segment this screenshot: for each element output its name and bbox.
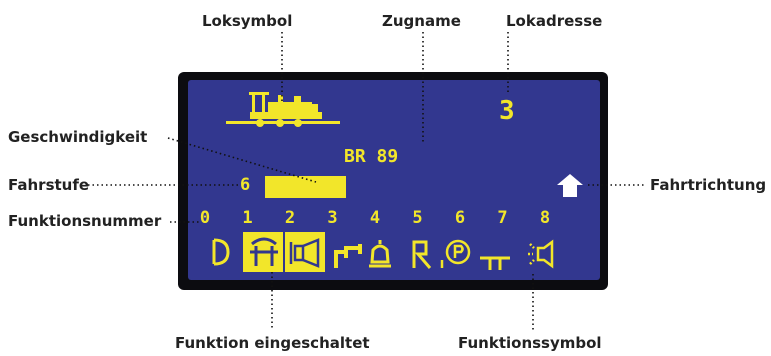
label-lokadresse: Lokadresse [506,12,603,30]
headlight-icon [212,238,230,266]
direction-arrow-icon [557,174,583,197]
locomotive-symbol-icon [226,92,340,127]
function-number-0: 0 [199,208,211,228]
cab-light-icon [250,237,278,266]
bell-icon [369,240,391,268]
steam-whistle-icon [334,244,362,268]
function-number-7: 7 [497,208,508,228]
speed-bar-track [265,176,535,198]
function-number-row: 0 1 2 3 4 5 6 7 8 [195,208,595,228]
horn-icon [289,238,320,268]
platform-icon [480,256,510,270]
sound-icon [528,239,554,269]
speed-step-value: 6 [240,175,251,195]
function-number-4: 4 [369,208,381,228]
train-name: BR 89 [344,146,399,167]
label-geschwindigkeit: Geschwindigkeit [8,128,148,146]
label-loksymbol: Loksymbol [202,12,293,30]
label-fahrtrichtung: Fahrtrichtung [650,176,767,194]
leader-lines [88,32,646,330]
function-number-6: 6 [454,208,466,228]
function-number-8: 8 [539,208,551,228]
function-number-1: 1 [242,208,253,228]
leader-geschwindigkeit [167,137,317,183]
label-funktion-eingeschaltet: Funktion eingeschaltet [175,334,370,352]
announcement-icon [440,239,471,268]
speed-bar-fill [265,176,346,198]
function-number-5: 5 [412,208,423,228]
label-fahrstufe: Fahrstufe [8,176,90,194]
locomotive-address: 3 [499,96,515,126]
coupler-icon [412,240,432,269]
label-funktionsnummer: Funktionsnummer [8,212,162,230]
label-funktionssymbol: Funktionssymbol [458,334,602,352]
label-zugname: Zugname [382,12,461,30]
function-number-2: 2 [284,208,296,228]
function-number-3: 3 [327,208,338,228]
